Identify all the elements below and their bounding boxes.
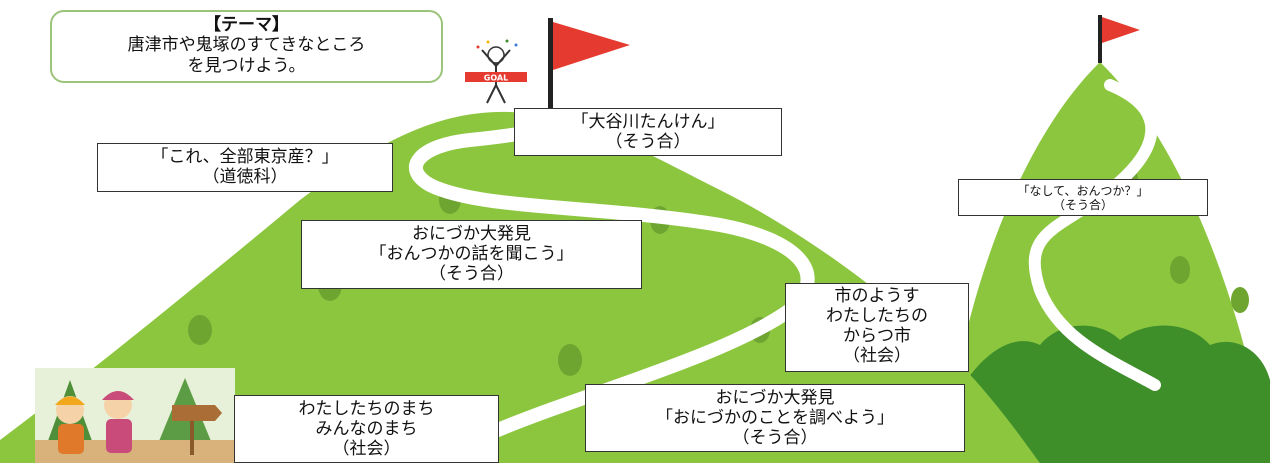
unit-karatsu-line-3: からつ市 xyxy=(843,326,911,347)
unit-ootanigawa-line-1: 「大谷川たんけん」 xyxy=(571,112,725,132)
right-forest xyxy=(950,325,1270,463)
unit-machi: わたしたちのまち みんなのまち （社会） xyxy=(234,395,499,463)
summit-flag xyxy=(1098,15,1140,63)
unit-onitsuka-shiraberu: おにづか大発見 「おにづかのことを調べよう」 （そう合） xyxy=(585,384,965,452)
unit-onitsuka-hanashi: おにづか大発見 「おんつかの話を聞こう」 （そう合） xyxy=(301,220,642,289)
theme-line-1: 唐津市や鬼塚のすてきなところ xyxy=(127,35,366,56)
unit-karatsu-line-2: わたしたちの xyxy=(826,306,928,327)
unit-onitsuka-shiraberu-line-1: おにづか大発見 xyxy=(715,388,835,408)
unit-machi-line-1: わたしたちのまち xyxy=(298,399,435,419)
unit-nashite-line-2: （そう合） xyxy=(1052,198,1113,213)
theme-title: 【テーマ】 xyxy=(204,15,289,35)
unit-machi-line-3: （社会） xyxy=(332,439,401,460)
unit-karatsu: 市のようす わたしたちの からつ市 （社会） xyxy=(785,283,969,372)
unit-tokyo-line-2: （道徳科） xyxy=(202,167,288,188)
unit-tokyo: 「これ、全部東京産？」 （道徳科） xyxy=(97,143,393,192)
goal-banner-text: GOAL xyxy=(484,74,508,83)
unit-ootanigawa: 「大谷川たんけん」 （そう合） xyxy=(514,108,782,156)
theme-box: 【テーマ】 唐津市や鬼塚のすてきなところ を見つけよう。 xyxy=(50,10,443,83)
unit-nashite-line-1: 「なして、おんつか？」 xyxy=(1017,184,1149,198)
unit-tokyo-line-1: 「これ、全部東京産？」 xyxy=(151,147,339,167)
goal-flag xyxy=(548,18,630,120)
unit-onitsuka-hanashi-line-2: 「おんつかの話を聞こう」 xyxy=(369,244,574,265)
unit-ootanigawa-line-2: （そう合） xyxy=(605,132,691,153)
left-path xyxy=(409,108,815,447)
goal-runner-icon: GOAL xyxy=(465,39,527,104)
right-path xyxy=(1028,79,1161,391)
unit-karatsu-line-4: （社会） xyxy=(843,346,911,367)
theme-line-2: を見つけよう。 xyxy=(187,55,306,76)
unit-onitsuka-hanashi-line-1: おにづか大発見 xyxy=(412,224,531,244)
unit-machi-line-2: みんなのまち xyxy=(315,419,418,440)
unit-onitsuka-hanashi-line-3: （そう合） xyxy=(429,264,514,285)
unit-nashite: 「なして、おんつか？」 （そう合） xyxy=(958,179,1208,216)
unit-onitsuka-shiraberu-line-2: 「おにづかのことを調べよう」 xyxy=(656,408,894,429)
unit-onitsuka-shiraberu-line-3: （そう合） xyxy=(732,428,818,449)
hikers-illustration xyxy=(35,368,235,463)
unit-karatsu-line-1: 市のようす xyxy=(834,286,920,306)
